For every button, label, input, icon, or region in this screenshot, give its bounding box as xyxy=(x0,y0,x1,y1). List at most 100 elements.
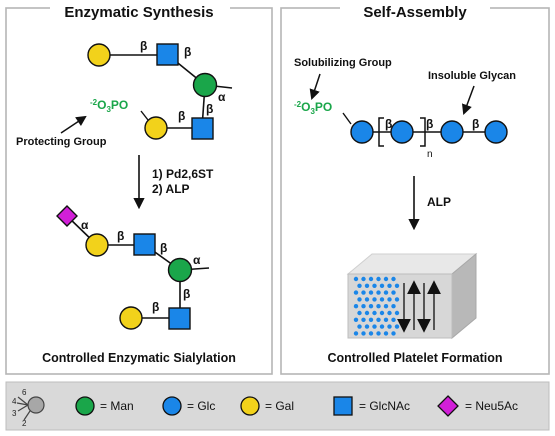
svg-text:β: β xyxy=(385,117,392,131)
svg-text:β: β xyxy=(117,229,124,243)
svg-text:6: 6 xyxy=(22,388,27,397)
bottom-linkage-labels: α β β α β β xyxy=(81,218,201,314)
svg-text:β: β xyxy=(426,117,433,131)
insoluble-glycan-arrow xyxy=(461,85,475,115)
glc-dot xyxy=(353,290,359,295)
glc-dot xyxy=(394,297,400,302)
repeat-bracket-left xyxy=(378,117,384,147)
glc-dot xyxy=(383,317,389,322)
svg-text:3: 3 xyxy=(12,409,17,418)
svg-text:β: β xyxy=(178,109,185,123)
repeat-subscript: n xyxy=(427,149,433,160)
legend-glcnac-label: = GlcNAc xyxy=(359,399,410,413)
svg-text:α: α xyxy=(193,253,201,267)
glc-dot xyxy=(364,283,370,288)
legend-gal-symbol xyxy=(240,396,260,416)
step-1-label: 1) Pd2,6ST xyxy=(152,167,214,181)
glc-dot xyxy=(357,310,362,316)
glc-dot xyxy=(391,290,396,295)
glc-circle-1 xyxy=(350,120,374,144)
glc-dot xyxy=(353,304,359,309)
glc-dot xyxy=(357,324,362,329)
position-key: 6 4 3 2 xyxy=(12,388,45,428)
step-2-label: 2) ALP xyxy=(152,182,190,196)
right-panel-caption: Controlled Platelet Formation xyxy=(327,351,502,365)
right-phosphate-label: -2O3PO xyxy=(294,100,332,116)
legend-neu5ac-symbol xyxy=(437,395,459,417)
glc-dot xyxy=(376,290,381,295)
svg-text:β: β xyxy=(140,39,147,53)
glc-dot xyxy=(387,297,392,302)
glc-dot xyxy=(372,297,377,302)
glc-dot xyxy=(379,283,385,288)
glc-dot xyxy=(361,290,366,295)
glc-dot xyxy=(387,324,392,329)
svg-text:β: β xyxy=(183,287,190,301)
glc-dot xyxy=(391,331,396,336)
right-panel-title: Self-Assembly xyxy=(363,4,467,21)
svg-text:4: 4 xyxy=(12,397,17,406)
glc-dot xyxy=(357,283,362,288)
chain-linkage-labels: β β β xyxy=(385,117,479,131)
glc-dot xyxy=(361,304,366,309)
top-gal-circle-1 xyxy=(87,43,111,67)
glc-dot xyxy=(368,290,374,295)
top-gal-circle-2 xyxy=(144,116,168,140)
glc-circle-3 xyxy=(440,120,464,144)
glc-dot xyxy=(357,297,362,302)
glc-dot xyxy=(379,324,385,329)
glc-dot xyxy=(391,276,396,282)
bottom-gal-circle-2 xyxy=(119,306,143,330)
glc-circle-4 xyxy=(484,120,508,144)
top-linkage-labels: β β α β β xyxy=(140,39,226,123)
glc-dot xyxy=(376,276,381,282)
solubilizing-group-label: Solubilizing Group xyxy=(294,57,392,69)
legend-neu5ac-label: = Neu5Ac xyxy=(465,399,518,413)
glc-dot xyxy=(368,331,374,336)
glc-dot xyxy=(372,310,377,316)
protecting-group-label: Protecting Group xyxy=(16,136,107,148)
legend-gal-label: = Gal xyxy=(265,399,294,413)
protecting-group-arrow xyxy=(60,115,87,134)
legend-glcnac-symbol xyxy=(333,396,353,416)
glc-dot xyxy=(364,297,370,302)
alp-label: ALP xyxy=(427,195,451,209)
left-phosphate-label: -2O3PO xyxy=(90,98,128,114)
legend-glc-label: = Glc xyxy=(187,399,215,413)
glc-dot xyxy=(372,324,377,329)
glc-dot xyxy=(387,310,392,316)
glc-dot xyxy=(361,331,366,336)
glc-dot xyxy=(376,317,381,322)
top-man-circle xyxy=(192,72,218,98)
bottom-gal-circle-1 xyxy=(85,233,109,257)
svg-text:α: α xyxy=(81,218,89,232)
glc-dot xyxy=(383,290,389,295)
left-panel-caption: Controlled Enzymatic Sialylation xyxy=(42,351,236,365)
glc-dot xyxy=(372,283,377,288)
glc-dot xyxy=(394,310,400,316)
glc-dot xyxy=(391,317,396,322)
glc-dot xyxy=(376,304,381,309)
neu5ac-diamond xyxy=(56,205,78,227)
platelet-block xyxy=(346,252,478,340)
glc-dot xyxy=(391,304,396,309)
glc-dot xyxy=(364,324,370,329)
svg-text:α: α xyxy=(218,90,226,104)
glc-dot xyxy=(353,331,359,336)
svg-text:2: 2 xyxy=(22,419,27,428)
platelet-glucan-dots xyxy=(353,276,400,336)
bottom-man-circle xyxy=(167,257,193,283)
glc-dot xyxy=(387,283,392,288)
bottom-glcnac-square-2 xyxy=(168,307,191,330)
left-panel-title: Enzymatic Synthesis xyxy=(64,4,213,21)
solubilizing-group-arrow xyxy=(309,73,321,100)
svg-text:β: β xyxy=(206,102,213,116)
glc-dot xyxy=(368,276,374,282)
glc-dot xyxy=(376,331,381,336)
glc-dot xyxy=(368,304,374,309)
glc-dot xyxy=(394,283,400,288)
svg-text:β: β xyxy=(184,45,191,59)
glc-dot xyxy=(353,276,359,282)
glc-dot xyxy=(368,317,374,322)
svg-text:β: β xyxy=(160,241,167,255)
